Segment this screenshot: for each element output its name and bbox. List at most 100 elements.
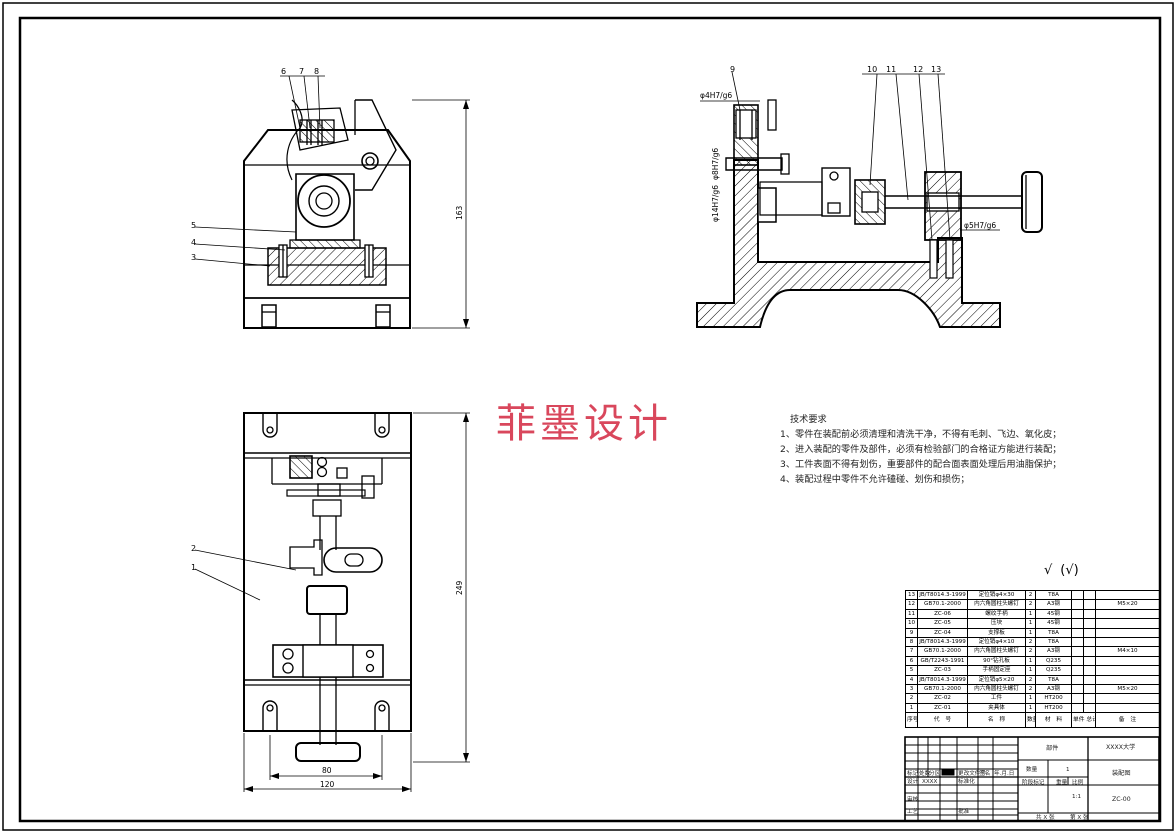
header-weight: 单件 总计 重 量 [1071, 712, 1096, 729]
balloon-4: 4 [191, 238, 196, 247]
watermark-text: 菲墨设计 [496, 401, 672, 447]
row-no: 6 [905, 655, 918, 667]
tb-stage-label: 阶段标记 [1022, 780, 1045, 786]
row-name: 支撑板 [967, 627, 1026, 639]
row-note [1095, 637, 1160, 648]
row-weight-unit [1071, 684, 1084, 695]
row-weight-total [1083, 674, 1096, 686]
row-weight-unit [1071, 637, 1084, 648]
row-code: ZC-02 [917, 693, 968, 704]
row-qty: 1 [1025, 655, 1036, 667]
row-note [1095, 608, 1160, 620]
row-qty: 1 [1025, 627, 1036, 639]
row-note [1095, 702, 1160, 714]
row-weight-unit [1071, 599, 1084, 610]
row-weight-total [1083, 665, 1096, 676]
balloon-9: 9 [730, 65, 735, 74]
row-code: GB70.1-2000 [917, 684, 968, 695]
tb-qty-value: 1 [1066, 767, 1070, 773]
balloon-2: 2 [191, 544, 196, 553]
row-note [1095, 627, 1160, 639]
row-weight-unit [1071, 646, 1084, 657]
side-view [696, 71, 1043, 328]
note-line: 1、零件在装配前必须清理和清洗干净，不得有毛刺、飞边、氧化皮； [780, 429, 1062, 440]
row-code: JB/T8014.3-1999 [917, 637, 968, 648]
tolerance-label: φ5H7/g6 [964, 221, 996, 230]
tb-date-label: 年.月.日 [994, 771, 1015, 777]
row-note: M5×20 [1095, 599, 1160, 610]
row-code: JB/T8014.3-1999 [917, 589, 968, 601]
row-no: 1 [905, 702, 918, 714]
balloon-3: 3 [191, 253, 196, 262]
row-code: ZC-06 [917, 608, 968, 620]
row-code: ZC-01 [917, 702, 968, 714]
row-qty: 2 [1025, 684, 1036, 695]
row-material: 45钢 [1035, 618, 1072, 629]
row-name: 内六角圆柱头螺钉 [967, 646, 1026, 657]
row-no: 2 [905, 693, 918, 704]
row-no: 4 [905, 674, 918, 686]
balloon-5: 5 [191, 221, 196, 230]
tb-school: XXXX大学 [1106, 744, 1136, 751]
tb-change-label: 更改文件号 [958, 771, 986, 777]
row-weight-total [1083, 608, 1096, 620]
row-material: 45钢 [1035, 608, 1072, 620]
balloon-8: 8 [314, 67, 319, 76]
row-material: T8A [1035, 627, 1072, 639]
row-material: Q235 [1035, 655, 1072, 667]
row-material: T8A [1035, 674, 1072, 686]
row-qty: 2 [1025, 589, 1036, 601]
row-material: HT200 [1035, 693, 1072, 704]
row-name: 内六角圆柱头螺钉 [967, 599, 1026, 610]
row-weight-unit [1071, 702, 1084, 714]
dim-overall-width: 120 [320, 780, 335, 789]
top-view [194, 412, 470, 792]
row-qty: 2 [1025, 599, 1036, 610]
row-note: M4×10 [1095, 646, 1160, 657]
tb-part-label: 部件 [1046, 745, 1059, 752]
row-no: 7 [905, 646, 918, 657]
row-name: 内六角圆柱头螺钉 [967, 684, 1026, 695]
tb-mark-label: 标记 [907, 771, 919, 777]
row-code: GB/T2243-1991 [917, 655, 968, 667]
front-view [194, 75, 470, 329]
row-weight-unit [1071, 674, 1084, 686]
row-qty: 2 [1025, 646, 1036, 657]
row-weight-total [1083, 599, 1096, 610]
row-weight-total [1083, 637, 1096, 648]
tb-design-label: 设计 [907, 779, 919, 785]
tb-review-label: 审核 [907, 797, 919, 803]
row-code: JB/T8014.3-1999 [917, 674, 968, 686]
tb-count-label: 处数 [919, 771, 931, 777]
row-code: GB70.1-2000 [917, 646, 968, 657]
tolerance-label: φ8H7/g6 [711, 148, 720, 180]
row-weight-total [1083, 589, 1096, 601]
note-line: 2、进入装配的零件及部件，必须有检验部门的合格证方能进行装配； [780, 444, 1062, 455]
row-name: 工件 [967, 693, 1026, 704]
row-no: 5 [905, 665, 918, 676]
row-weight-unit [1071, 693, 1084, 704]
row-weight-total [1083, 627, 1096, 639]
row-no: 13 [905, 589, 918, 601]
inner-frame [18, 16, 1162, 823]
row-weight-unit [1071, 608, 1084, 620]
row-no: 9 [905, 627, 918, 639]
row-name: 夹具体 [967, 702, 1026, 714]
row-qty: 1 [1025, 693, 1036, 704]
row-name: 手柄固定座 [967, 665, 1026, 676]
tb-approve-label: 批准 [958, 809, 970, 815]
tb-sheet-no: 第 X 张 [1070, 815, 1089, 821]
row-note: M5×20 [1095, 684, 1160, 695]
header-name: 名 称 [967, 712, 1026, 729]
notes-title: 技术要求 [790, 414, 827, 425]
